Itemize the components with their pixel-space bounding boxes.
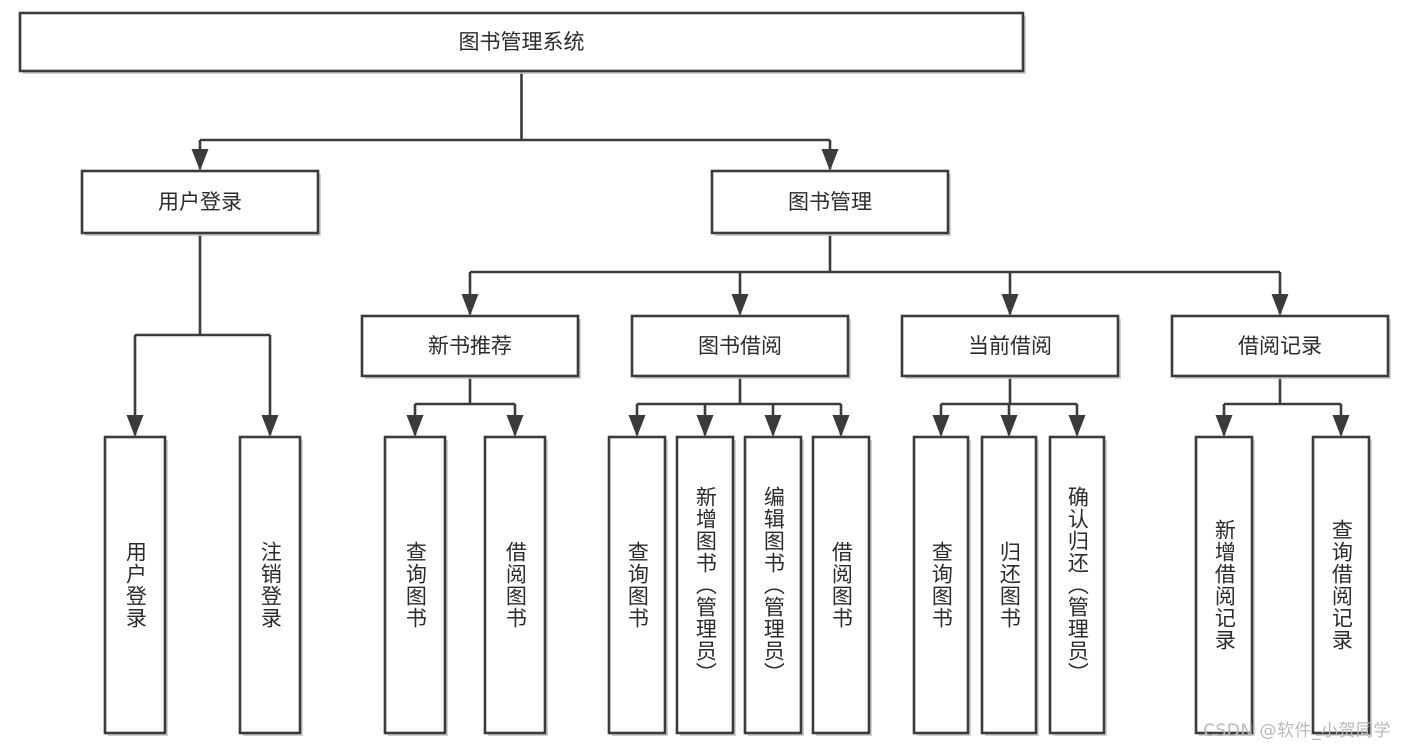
node-leaf-7[interactable]	[811, 435, 871, 735]
node-leaf-4[interactable]	[607, 435, 667, 735]
node-level2-1[interactable]	[710, 169, 950, 235]
arrow-down-icon-leaf-3-2	[1068, 415, 1086, 437]
arrow-down-icon-leaf-2-1	[696, 415, 714, 437]
node-leaf-0[interactable]	[103, 435, 167, 735]
node-leaf-8[interactable]	[912, 435, 970, 735]
node-leaf-3[interactable]	[483, 435, 547, 735]
arrow-down-icon-l3-1	[731, 294, 749, 316]
arrow-down-icon-leaf-3-1	[1000, 415, 1018, 437]
node-leaf-5[interactable]	[675, 435, 735, 735]
arrow-down-icon-l2-1	[821, 149, 839, 171]
arrow-down-icon-leaf-2-2	[764, 415, 782, 437]
node-level2-1-label: 图书管理	[788, 190, 872, 214]
node-level3-3-label: 借阅记录	[1238, 334, 1322, 358]
arrow-down-icon-leaf-3-0	[932, 415, 950, 437]
arrow-down-icon-l3-0	[461, 294, 479, 316]
arrow-down-icon-leaf-0-1	[261, 415, 279, 437]
node-level3-1[interactable]	[630, 314, 850, 378]
arrow-down-icon-leaf-1-1	[506, 415, 524, 437]
arrow-down-icon-l2-0	[191, 149, 209, 171]
arrow-down-icon-leaf-1-0	[406, 415, 424, 437]
arrow-down-icon-leaf-2-0	[628, 415, 646, 437]
node-leaf-6[interactable]	[743, 435, 803, 735]
node-level3-1-label: 图书借阅	[698, 334, 782, 358]
arrow-down-icon-l3-2	[1001, 294, 1019, 316]
node-level3-2-label: 当前借阅	[968, 334, 1052, 358]
connector-edges	[126, 71, 1350, 437]
node-level3-3[interactable]	[1170, 314, 1390, 378]
node-leaf-11[interactable]	[1194, 435, 1254, 735]
arrow-down-icon-leaf-0-0	[126, 415, 144, 437]
node-leaf-2[interactable]	[383, 435, 447, 735]
node-leaf-9[interactable]	[980, 435, 1038, 735]
node-leaf-1[interactable]	[238, 435, 302, 735]
arrow-down-icon-leaf-2-3	[832, 415, 850, 437]
watermark-text: CSDN @软件_小贺同学	[1203, 721, 1391, 741]
node-level2-0-label: 用户登录	[158, 190, 242, 214]
node-leaf-12[interactable]	[1311, 435, 1371, 735]
node-root[interactable]	[18, 11, 1025, 73]
node-root-label: 图书管理系统	[459, 30, 585, 54]
arrow-down-icon-l3-3	[1271, 294, 1289, 316]
node-level3-0[interactable]	[360, 314, 580, 378]
arrow-down-icon-leaf-4-1	[1332, 415, 1350, 437]
node-level3-0-label: 新书推荐	[428, 334, 512, 358]
arrow-down-icon-leaf-4-0	[1215, 415, 1233, 437]
node-leaf-10[interactable]	[1048, 435, 1106, 735]
node-level3-2[interactable]	[900, 314, 1120, 378]
node-level2-0[interactable]	[80, 169, 320, 235]
